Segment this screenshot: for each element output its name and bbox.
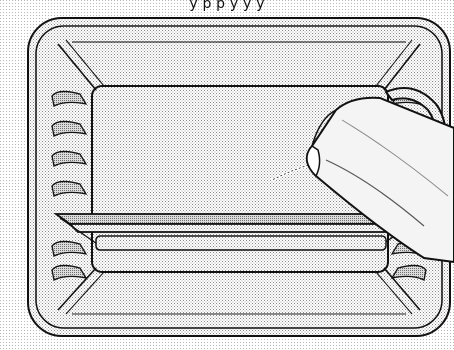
- perspective-edges: [57, 39, 421, 315]
- tray-on-rack: [53, 213, 427, 251]
- water-stream-edge: [271, 163, 313, 181]
- left-rack-rails: [51, 90, 88, 281]
- pitcher-icon: [305, 87, 454, 264]
- cropped-caption-text: y p p y y y: [189, 0, 265, 12]
